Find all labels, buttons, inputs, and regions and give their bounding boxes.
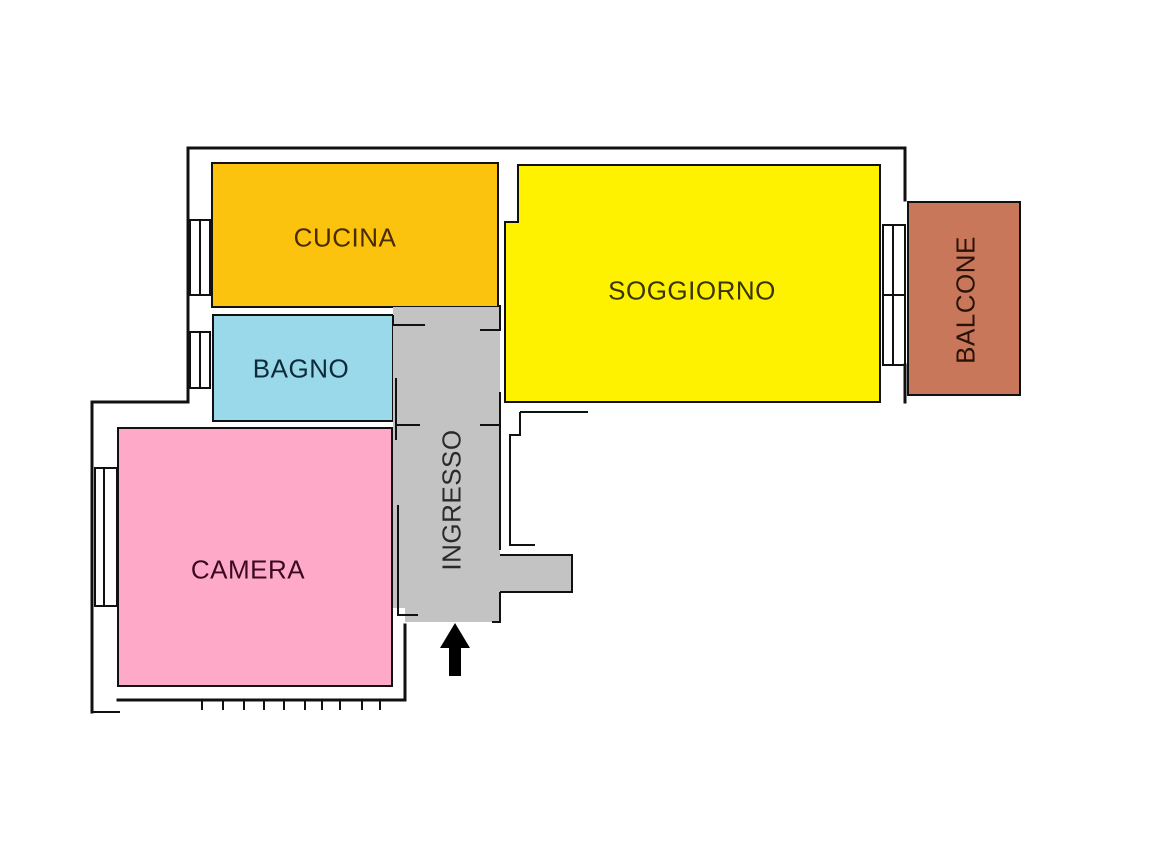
room-balcone <box>907 201 1021 396</box>
railing-ticks <box>201 700 381 710</box>
label-balcone: BALCONE <box>950 236 981 364</box>
room-camera <box>117 427 393 687</box>
label-soggiorno: SOGGIORNO <box>608 275 776 306</box>
arrow-up-icon <box>440 623 470 676</box>
label-bagno: BAGNO <box>252 353 350 384</box>
label-cucina: CUCINA <box>293 222 397 253</box>
room-cucina <box>211 162 499 308</box>
outer-walls <box>90 146 907 714</box>
interior-walls <box>392 305 588 623</box>
room-bagno <box>212 314 394 422</box>
label-camera: CAMERA <box>190 554 306 585</box>
room-soggiorno <box>504 164 881 403</box>
label-ingresso: INGRESSO <box>436 429 467 571</box>
windows <box>94 219 906 607</box>
room-ingresso <box>393 307 572 622</box>
